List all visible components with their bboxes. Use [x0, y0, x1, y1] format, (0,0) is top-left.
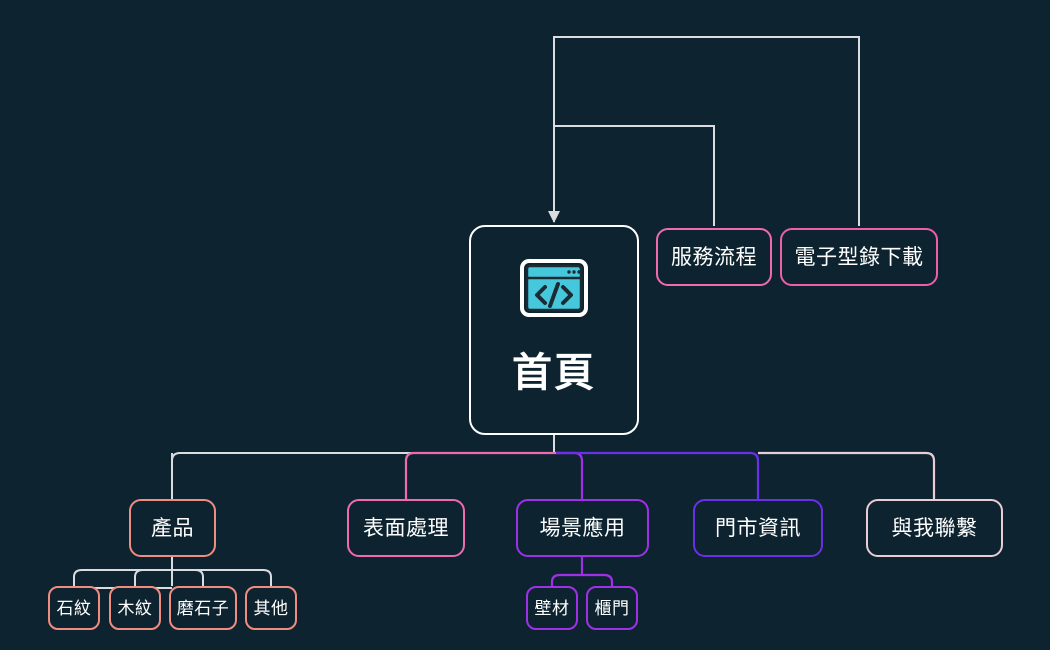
- node-scene-label: 場景應用: [539, 516, 626, 540]
- node-contact-label: 與我聯繫: [891, 516, 978, 540]
- node-terrazzo-label: 磨石子: [176, 598, 230, 618]
- node-terrazzo[interactable]: 磨石子: [169, 586, 237, 630]
- node-home-label: 首頁: [512, 351, 596, 395]
- node-other[interactable]: 其他: [245, 586, 297, 630]
- node-wood[interactable]: 木紋: [109, 586, 161, 630]
- node-surface[interactable]: 表面處理: [347, 499, 465, 557]
- code-window-icon: [520, 259, 588, 317]
- node-product[interactable]: 產品: [129, 499, 216, 557]
- node-surface-label: 表面處理: [363, 516, 449, 540]
- node-wall-label: 壁材: [534, 598, 570, 618]
- node-wood-label: 木紋: [117, 598, 153, 618]
- node-door[interactable]: 櫃門: [586, 586, 638, 630]
- node-store-label: 門市資訊: [715, 516, 801, 540]
- node-product-label: 產品: [151, 516, 194, 540]
- node-catalog-download-label: 電子型錄下載: [794, 245, 924, 269]
- node-other-label: 其他: [253, 598, 289, 618]
- node-door-label: 櫃門: [594, 598, 630, 618]
- node-service-flow[interactable]: 服務流程: [656, 228, 772, 286]
- node-store[interactable]: 門市資訊: [693, 499, 823, 557]
- node-home[interactable]: 首頁: [469, 225, 639, 435]
- node-stone-label: 石紋: [56, 598, 92, 618]
- node-stone[interactable]: 石紋: [48, 586, 100, 630]
- node-service-flow-label: 服務流程: [671, 245, 757, 269]
- node-wall[interactable]: 壁材: [526, 586, 578, 630]
- node-contact[interactable]: 與我聯繫: [866, 499, 1003, 557]
- node-scene[interactable]: 場景應用: [516, 499, 649, 557]
- node-catalog-download[interactable]: 電子型錄下載: [780, 228, 938, 286]
